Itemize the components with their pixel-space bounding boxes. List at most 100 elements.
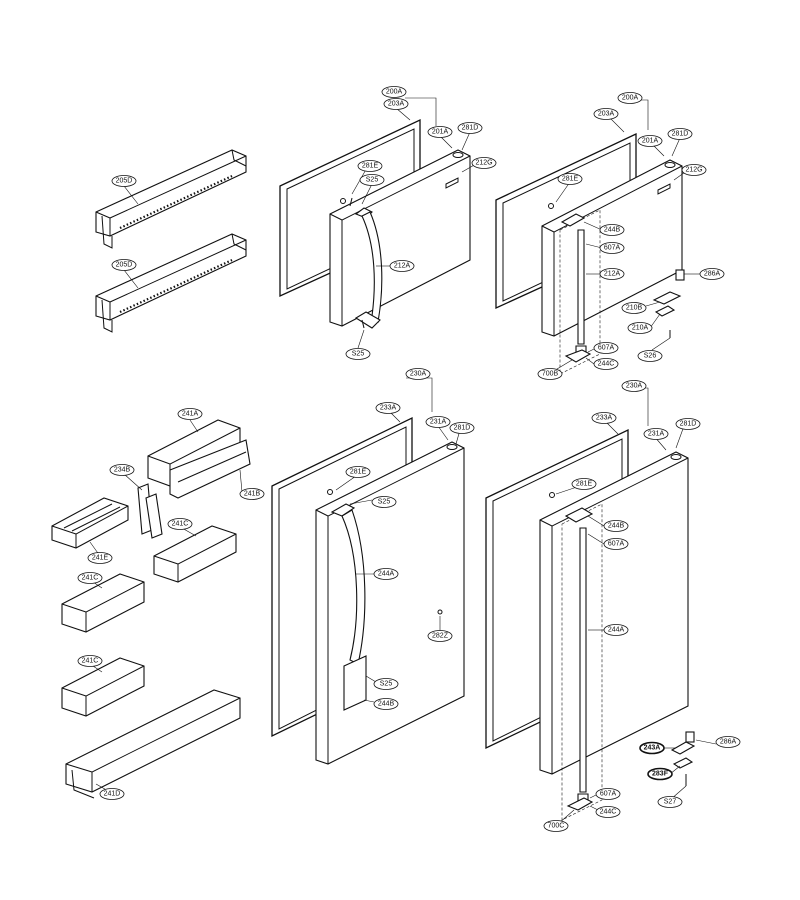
- part-number-text: 203A: [598, 111, 615, 118]
- dairy-bin-241a: [147, 419, 251, 499]
- part-number-text: 286A: [720, 739, 737, 746]
- part-number-text: 205D: [116, 178, 133, 185]
- label-bubble: [371, 496, 397, 508]
- part-number-text: 241B: [244, 491, 261, 498]
- label-bubble: [425, 416, 451, 428]
- label-bubble: [427, 126, 453, 138]
- part-label-241d-a: 241D: [99, 788, 125, 800]
- door-basket-241c-a: [153, 525, 237, 583]
- door-basket-241c-c: [61, 657, 145, 717]
- label-bubble: [111, 259, 137, 271]
- part-label-231a-a: 231A: [425, 416, 451, 428]
- part-number-text: 283F: [652, 771, 669, 778]
- part-number-text: 241A: [182, 411, 199, 418]
- label-bubble: [537, 368, 563, 380]
- label-bubble: [621, 302, 647, 314]
- egg-tray-234b: [137, 483, 163, 539]
- label-bubble: [383, 98, 409, 110]
- door-handle-244a-left: [327, 489, 367, 711]
- part-label-s27-a: S27: [657, 796, 683, 808]
- part-label-281d-b: 281D: [667, 128, 693, 140]
- label-bubble: [111, 175, 137, 187]
- part-number-text: 607A: [600, 791, 617, 798]
- door-panel-201a-left: [329, 149, 471, 327]
- label-bubble: [77, 572, 103, 584]
- label-bubble: [603, 538, 629, 550]
- part-label-241c-b: 241C: [77, 572, 103, 584]
- label-bubble: [647, 767, 673, 781]
- label-bubble: [681, 164, 707, 176]
- part-label-244b-c: 244B: [603, 520, 629, 532]
- part-number-text: S25: [352, 351, 365, 358]
- part-number-text: 281D: [462, 125, 479, 132]
- label-bubble: [593, 358, 619, 370]
- door-panel-231a-left: [315, 441, 465, 765]
- part-label-700c-a: 700C: [543, 820, 569, 832]
- part-number-text: 200A: [386, 89, 403, 96]
- label-bubble: [621, 380, 647, 392]
- part-label-233a-b: 233A: [591, 412, 617, 424]
- part-label-203a-a: 203A: [383, 98, 409, 110]
- part-number-text: 241C: [82, 658, 99, 665]
- part-number-text: 700B: [542, 371, 559, 378]
- label-bubble: [617, 92, 643, 104]
- part-number-text: 230A: [410, 371, 427, 378]
- screw-s25-a: [340, 197, 365, 329]
- part-label-281d-a: 281D: [457, 122, 483, 134]
- label-bubble: [359, 174, 385, 186]
- part-label-244b-b: 244B: [373, 698, 399, 710]
- hinge-tube-244a-right: [549, 492, 603, 821]
- part-label-286a-a: 286A: [699, 268, 725, 280]
- part-number-text: 244B: [604, 227, 621, 234]
- part-label-241c-c: 241C: [77, 655, 103, 667]
- label-bubble: [471, 157, 497, 169]
- label-bubble: [643, 428, 669, 440]
- part-number-text: 212A: [604, 271, 621, 278]
- part-number-text: 241D: [104, 791, 121, 798]
- part-number-text: 243A: [644, 745, 661, 752]
- label-bubble: [375, 402, 401, 414]
- door-bin-205d-lower: [95, 233, 247, 333]
- part-label-281d-d: 281D: [675, 418, 701, 430]
- part-number-text: 241C: [172, 521, 189, 528]
- label-bubble: [675, 418, 701, 430]
- part-label-281e-a: 281E: [357, 160, 383, 172]
- label-bubble: [639, 741, 665, 755]
- part-label-s25-c: S25: [371, 496, 397, 508]
- part-number-text: 281E: [362, 163, 379, 170]
- label-bubble: [357, 160, 383, 172]
- label-bubble: [457, 122, 483, 134]
- part-label-282z-a: 282Z: [427, 630, 453, 642]
- part-label-s25-a: S25: [359, 174, 385, 186]
- label-bubble: [87, 552, 113, 564]
- part-label-212a-b: 212A: [599, 268, 625, 280]
- part-number-text: 281E: [350, 469, 367, 476]
- part-number-text: S25: [380, 681, 393, 688]
- hinge-tube-212a-right: [548, 203, 601, 375]
- part-number-text: 200A: [622, 95, 639, 102]
- label-bubble: [637, 350, 663, 362]
- label-bubble: [599, 224, 625, 236]
- label-bubble: [345, 466, 371, 478]
- part-number-text: 241E: [92, 555, 109, 562]
- door-basket-241c-b: [61, 573, 145, 633]
- part-number-text: 244B: [378, 701, 395, 708]
- part-label-210b-a: 210B: [621, 302, 647, 314]
- label-bubble: [715, 736, 741, 748]
- part-number-text: 210A: [632, 325, 649, 332]
- part-number-text: 230A: [626, 383, 643, 390]
- label-bubble: [77, 655, 103, 667]
- part-number-text: 233A: [380, 405, 397, 412]
- part-number-text: S25: [366, 177, 379, 184]
- part-number-text: 210B: [626, 305, 643, 312]
- label-bubble: [373, 698, 399, 710]
- part-number-text: 607A: [604, 245, 621, 252]
- part-label-212g-a: 212G: [471, 157, 497, 169]
- part-label-200a-a: 200A: [381, 86, 407, 98]
- part-label-205d-a: 205D: [111, 175, 137, 187]
- part-number-text: 244C: [598, 361, 615, 368]
- label-bubble: [381, 86, 407, 98]
- part-number-text: 244A: [608, 627, 625, 634]
- label-bubble: [571, 478, 597, 490]
- part-label-607a-d: 607A: [595, 788, 621, 800]
